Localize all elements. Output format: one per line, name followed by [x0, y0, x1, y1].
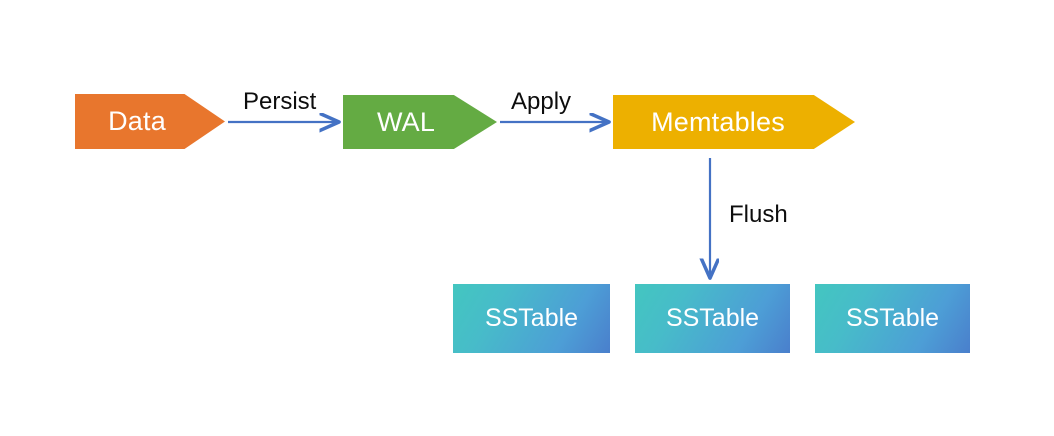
node-sstable-2[interactable]: SSTable — [635, 284, 790, 353]
node-sstable-1[interactable]: SSTable — [453, 284, 610, 353]
node-data[interactable]: Data — [75, 94, 225, 149]
edge-label-apply: Apply — [511, 88, 572, 115]
node-memtables[interactable]: Memtables — [613, 95, 855, 149]
edge-label-flush: Flush — [729, 201, 788, 228]
node-sstable-3[interactable]: SSTable — [815, 284, 970, 353]
node-wal[interactable]: WAL — [343, 95, 497, 149]
edge-label-persist: Persist — [243, 88, 317, 115]
